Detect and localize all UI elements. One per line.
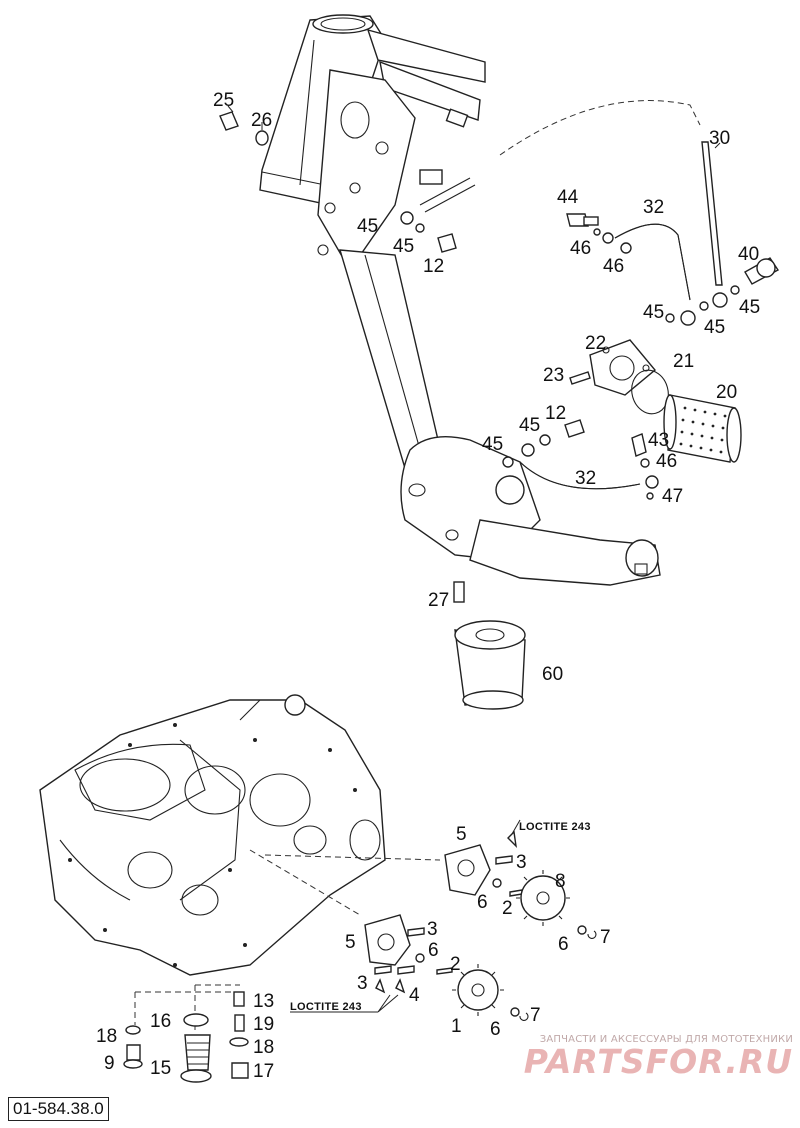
callout-30: 30 [709,128,730,149]
callout-6: 6 [490,1019,501,1040]
callout-9: 9 [104,1053,115,1074]
callout-16: 16 [150,1011,171,1032]
oil-line-drawing [219,111,780,710]
leader-lines [227,105,721,1013]
callout-8: 8 [555,871,566,892]
loctite-label-bottom: LOCTITE 243 [290,1001,362,1013]
callout-23: 23 [543,365,564,386]
callout-60: 60 [542,664,563,685]
callout-4: 4 [409,985,420,1006]
callout-45: 45 [393,236,414,257]
crankcase-drawing [39,694,441,1030]
loctite-label-top: LOCTITE 243 [519,821,591,833]
callout-45: 45 [643,302,664,323]
oil-pump-drawing [123,830,597,1083]
callout-19: 19 [253,1014,274,1035]
callout-47: 47 [662,486,683,507]
callout-numbers: 25 26 30 44 32 45 45 12 46 46 40 45 45 4… [96,90,760,1082]
callout-18: 18 [96,1026,117,1047]
callout-3: 3 [516,852,527,873]
frame-drawing [259,14,701,586]
callout-20: 20 [716,382,737,403]
callout-27: 27 [428,590,449,611]
callout-3: 3 [357,973,368,994]
callout-18: 18 [253,1037,274,1058]
callout-32: 32 [575,468,596,489]
callout-7: 7 [600,927,611,948]
callout-45: 45 [482,434,503,455]
callout-12: 12 [545,403,566,424]
callout-46: 46 [570,238,591,259]
callout-7: 7 [530,1005,541,1026]
callout-46: 46 [603,256,624,277]
callout-17: 17 [253,1061,274,1082]
callout-40: 40 [738,244,759,265]
document-number: 01-584.38.0 [8,1097,109,1121]
callout-45: 45 [739,297,760,318]
callout-6: 6 [558,934,569,955]
callout-26: 26 [251,110,272,131]
callout-2: 2 [450,954,461,975]
callout-13: 13 [253,991,274,1012]
callout-6: 6 [428,940,439,961]
callout-12: 12 [423,256,444,277]
callout-44: 44 [557,187,579,208]
callout-25: 25 [213,90,234,111]
watermark: ЗАПЧАСТИ И АКСЕССУАРЫ ДЛЯ МОТОТЕХНИКИ PA… [488,1034,793,1079]
watermark-logo: PARTSFOR.RU [523,1042,793,1081]
callout-45: 45 [704,317,725,338]
callout-46: 46 [656,451,677,472]
callout-5: 5 [456,824,467,845]
callout-2: 2 [502,898,513,919]
callout-6: 6 [477,892,488,913]
callout-3: 3 [427,919,438,940]
callout-43: 43 [648,430,669,451]
callout-15: 15 [150,1058,171,1079]
callout-45: 45 [519,415,540,436]
callout-32: 32 [643,197,664,218]
callout-22: 22 [585,333,606,354]
callout-1: 1 [451,1016,462,1037]
callout-21: 21 [673,351,694,372]
watermark-tagline: ЗАПЧАСТИ И АКСЕССУАРЫ ДЛЯ МОТОТЕХНИКИ [539,1034,793,1045]
callout-45: 45 [357,216,378,237]
callout-5: 5 [345,932,356,953]
